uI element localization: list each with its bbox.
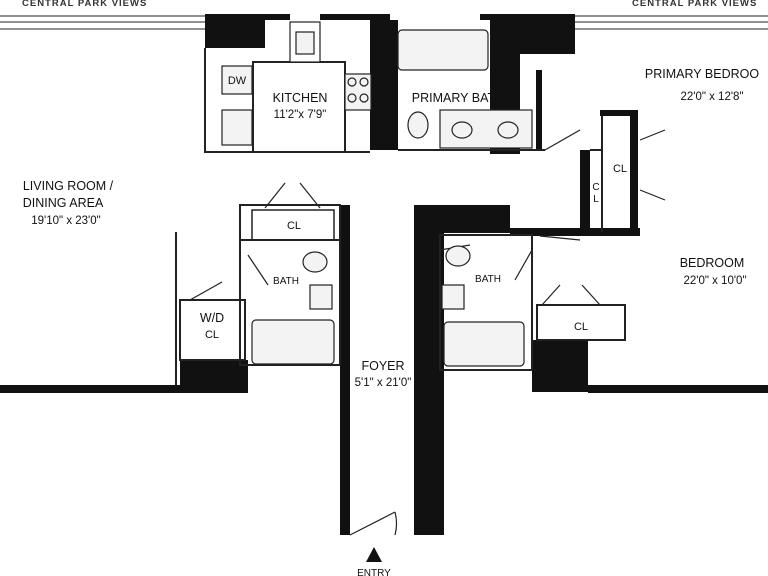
walls [0, 14, 768, 535]
view-label-right: CENTRAL PARK VIEWS [632, 0, 757, 9]
fixtures [221, 21, 533, 367]
small-closet-label-1: C [592, 182, 599, 193]
small-closet-label-2: L [593, 194, 599, 205]
entry-label: ENTRY [357, 568, 391, 576]
primary-bath-name: PRIMARY BATH [412, 91, 504, 105]
closet-label-left: CL [287, 220, 301, 232]
dishwasher [221, 65, 253, 95]
washer-dryer-label: W/D [200, 311, 224, 325]
view-label-left: CENTRAL PARK VIEWS [22, 0, 147, 9]
linen-closet-label: LIN CL [469, 217, 501, 228]
living-room-name: LIVING ROOM / [23, 179, 114, 193]
bedroom-name: BEDROOM [680, 256, 745, 270]
windows-top [0, 15, 768, 30]
entry-arrow-icon [366, 547, 382, 562]
kitchen-dims: 11'2"x 7'9" [274, 109, 327, 121]
living-room-dims: 19'10" x 23'0" [31, 215, 100, 227]
foyer-dims: 5'1" x 21'0" [355, 377, 412, 389]
kitchen-name: KITCHEN [273, 91, 328, 105]
partitions [175, 48, 626, 385]
washer-dryer-closet-label: CL [205, 329, 219, 341]
primary-bedroom-dims: 22'0" x 12'8" [680, 91, 743, 103]
bedroom-dims: 22'0" x 10'0" [683, 275, 746, 287]
foyer-name: FOYER [361, 359, 404, 373]
living-room-name-2: DINING AREA [23, 196, 104, 210]
dishwasher-label: DW [228, 75, 247, 87]
bath-left-name: BATH [273, 276, 299, 287]
bath-right-name: BATH [475, 274, 501, 285]
primary-bedroom-name: PRIMARY BEDROO [645, 67, 759, 81]
closet-label-primary: CL [613, 163, 627, 175]
doors [189, 129, 666, 536]
closet-label-bedroom: CL [574, 321, 588, 333]
